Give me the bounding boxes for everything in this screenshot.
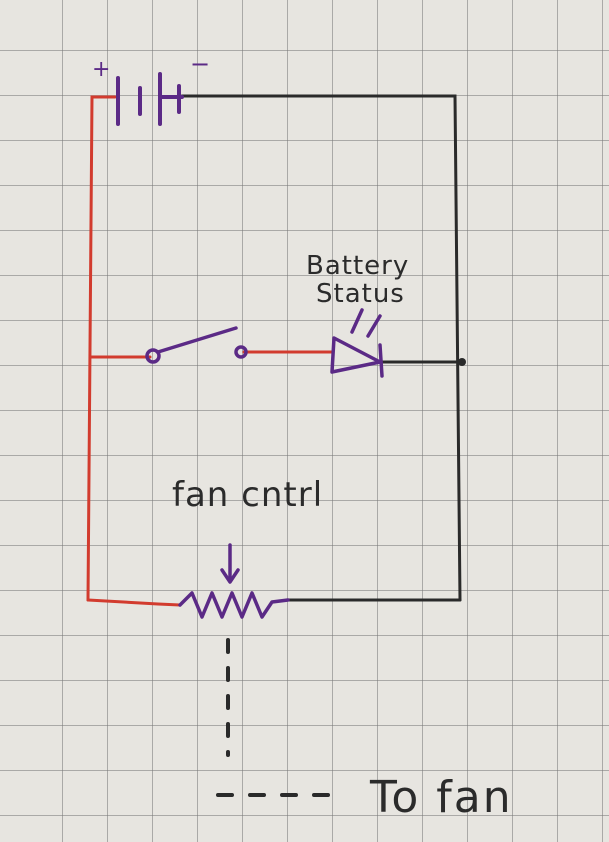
potentiometer-label: fan cntrl: [172, 475, 323, 515]
potentiometer-symbol: [178, 543, 290, 619]
junction-dot: [458, 358, 466, 366]
led-label-line2: Status: [316, 279, 405, 309]
wire-battery-to-right-rail: [180, 94, 462, 602]
negative-wiring: [180, 94, 466, 602]
wire-rail-to-potentiometer: [86, 598, 182, 607]
battery-plus-label: +: [92, 57, 110, 82]
positive-wiring: [86, 95, 334, 607]
battery-symbol: [116, 72, 184, 126]
fan-output-line: [216, 638, 342, 797]
led-symbol: [330, 308, 384, 378]
led-label-line1: Battery: [306, 251, 409, 281]
battery-minus-label: −: [190, 50, 210, 78]
switch-symbol: [145, 326, 248, 364]
wire-battery-to-left-rail: [86, 95, 117, 602]
fan-output-label: To fan: [369, 772, 513, 823]
